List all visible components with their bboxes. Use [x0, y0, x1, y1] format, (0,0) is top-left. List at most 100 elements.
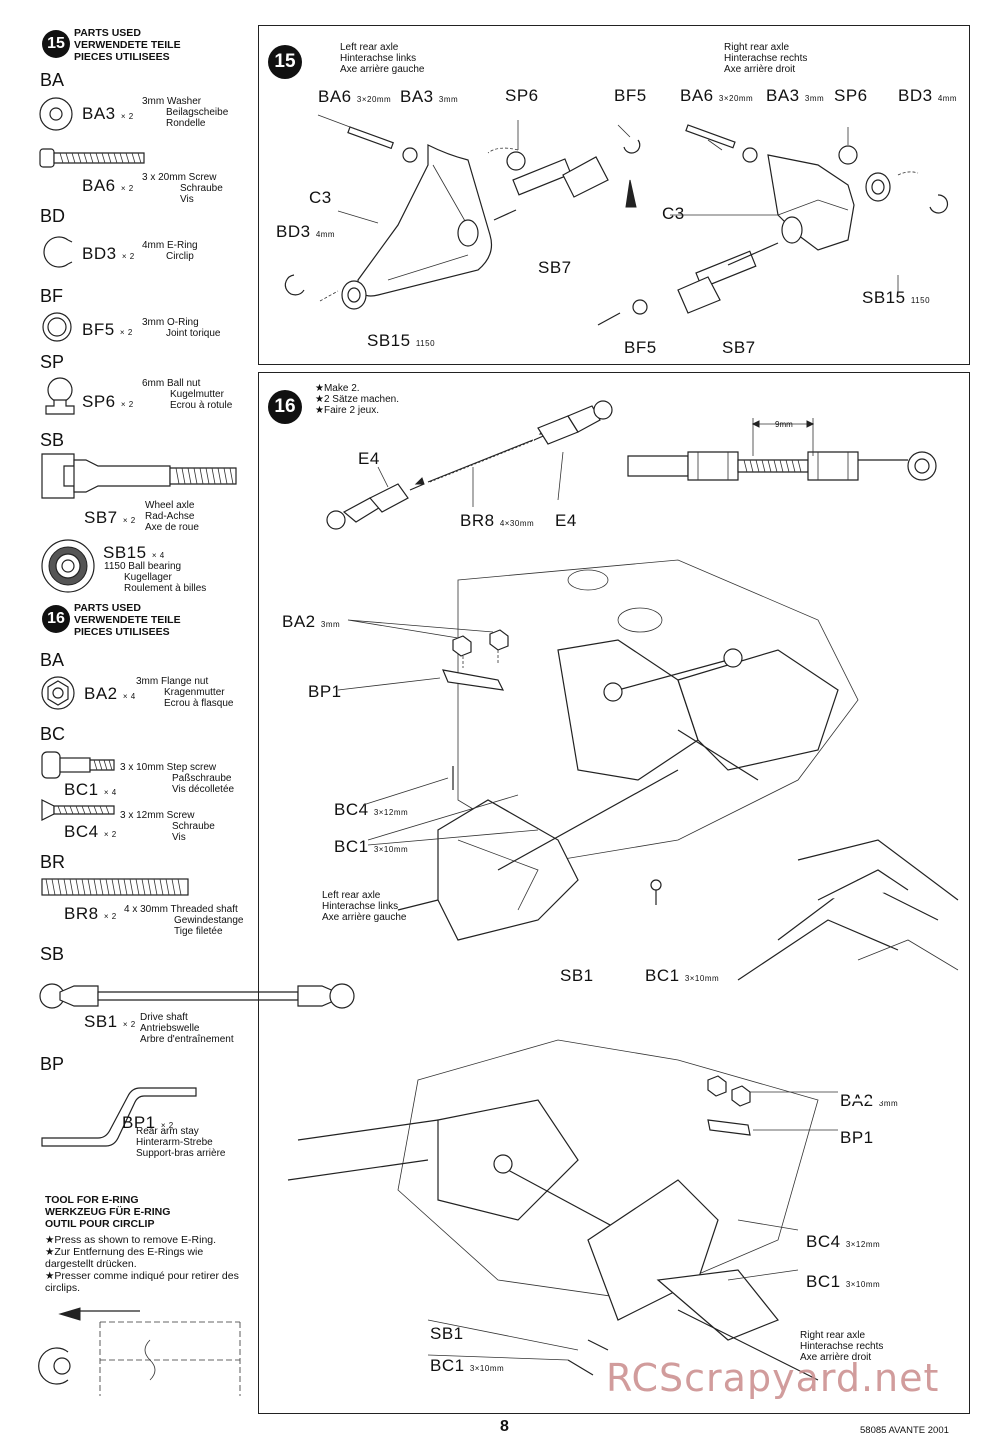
kit-code: 58085 AVANTE 2001 — [860, 1425, 949, 1436]
part-desc-bc1: 3 x 10mm Step screw Paßschraube Vis déco… — [120, 762, 235, 795]
tool-notes: ★Press as shown to remove E-Ring. ★Zur E… — [45, 1234, 239, 1294]
category-br: BR — [40, 852, 66, 872]
category-ba-16: BA — [40, 650, 65, 670]
step-16-panel-badge: 16 — [268, 390, 302, 424]
drive-shaft-icon — [39, 983, 355, 1009]
part-code-ba3: BA3 × 2 — [82, 104, 134, 123]
label-bc1-upper-right: BC1 3×10mm — [645, 966, 720, 985]
label-bd3-right: BD3 4mm — [898, 86, 958, 105]
label-bc1-upper: BC1 3×10mm — [334, 837, 409, 856]
part-code-sb15: SB15 × 4 — [103, 543, 165, 562]
label-sb1-lower: SB1 — [430, 1324, 464, 1343]
o-ring-icon — [42, 312, 72, 342]
label-ba6-right: BA6 3×20mm — [680, 86, 754, 105]
washer-icon — [39, 97, 73, 131]
label-bf5-left: BF5 — [614, 86, 647, 105]
part-desc-br8: 4 x 30mm Threaded shaft Gewindestange Ti… — [124, 904, 244, 937]
category-bf: BF — [40, 286, 64, 306]
part-desc-bc4: 3 x 12mm Screw Schraube Vis — [120, 810, 215, 843]
step-16-badge: 16 — [42, 605, 70, 633]
wheel-axle-icon — [41, 453, 237, 499]
part-desc-sb1: Drive shaft Antriebswelle Arbre d'entraî… — [140, 1012, 234, 1045]
label-bc1-lower: BC1 3×10mm — [806, 1272, 881, 1291]
turnbuckle-diagram — [326, 400, 937, 530]
e-ring-icon — [43, 236, 73, 268]
page-number: 8 — [500, 1418, 509, 1435]
part-code-bd3: BD3 × 2 — [82, 244, 135, 263]
step-16-panel — [258, 372, 970, 1414]
label-bc4-upper: BC4 3×12mm — [334, 800, 409, 819]
tool-header: TOOL FOR E-RING WERKZEUG FÜR E-RING OUTI… — [45, 1194, 171, 1230]
part-code-bf5: BF5 × 2 — [82, 320, 133, 339]
part-code-sb1: SB1 × 2 — [84, 1012, 136, 1031]
category-bd: BD — [40, 206, 66, 226]
ball-bearing-icon — [41, 539, 95, 593]
part-desc-ba2: 3mm Flange nut Kragenmutter Ecrou à flas… — [136, 676, 234, 709]
label-sb1-upper: SB1 — [560, 966, 594, 985]
step-15-badge: 15 — [42, 30, 70, 58]
label-c3-right: C3 — [662, 204, 685, 223]
category-sb-16: SB — [40, 944, 65, 964]
label-sb15-right: SB15 1150 — [862, 288, 931, 307]
label-e4-left: E4 — [358, 449, 380, 468]
part-desc-ba3: 3mm Washer Beilagscheibe Rondelle — [142, 96, 229, 129]
part-code-bc1: BC1 × 4 — [64, 780, 117, 799]
label-sp6-left: SP6 — [505, 86, 539, 105]
step-15-panel — [258, 25, 970, 365]
category-bc: BC — [40, 724, 66, 744]
label-sb15-left: SB15 1150 — [367, 331, 436, 350]
label-br8: BR8 4×30mm — [460, 511, 535, 530]
part-code-bp1: BP1 × 2 — [122, 1113, 174, 1132]
label-bf5-right: BF5 — [624, 338, 657, 357]
part-code-ba6: BA6 × 2 — [82, 176, 134, 195]
label-c3-left: C3 — [309, 188, 332, 207]
part-desc-ba6: 3 x 20mm Screw Schraube Vis — [142, 172, 223, 205]
label-sb7-left: SB7 — [538, 258, 572, 277]
label-sp6-right: SP6 — [834, 86, 868, 105]
parts-used-header-16: PARTS USED VERWENDETE TEILE PIECES UTILI… — [74, 602, 181, 638]
parts-used-header-15: PARTS USED VERWENDETE TEILE PIECES UTILI… — [74, 27, 181, 63]
screw-icon — [39, 148, 145, 168]
category-bp: BP — [40, 1054, 65, 1074]
part-desc-bf5: 3mm O-Ring Joint torique — [142, 317, 221, 339]
part-code-sb7: SB7 × 2 — [84, 508, 136, 527]
label-bc4-lower: BC4 3×12mm — [806, 1232, 881, 1251]
label-bp1-lower: BP1 — [840, 1128, 874, 1147]
dimension-9mm: 9mm — [775, 420, 793, 429]
part-desc-bd3: 4mm E-Ring Circlip — [142, 240, 198, 262]
category-sb: SB — [40, 430, 65, 450]
countersunk-screw-icon — [41, 799, 115, 821]
e-ring-removal-icon — [38, 1307, 241, 1396]
step-15-panel-badge: 15 — [268, 45, 302, 79]
part-desc-sb15: 1150 Ball bearing Kugellager Roulement à… — [104, 561, 207, 594]
label-bc1-lower-left: BC1 3×10mm — [430, 1356, 505, 1375]
part-code-sp6: SP6 × 2 — [82, 392, 134, 411]
site-watermark: RCScrapyard.net — [606, 1356, 940, 1400]
part-code-br8: BR8 × 2 — [64, 904, 117, 923]
label-ba3-left: BA3 3mm — [400, 87, 459, 106]
label-bp1-upper: BP1 — [308, 682, 342, 701]
label-ba2-upper: BA2 3mm — [282, 612, 341, 631]
part-desc-sp6: 6mm Ball nut Kugelmutter Ecrou à rotule — [142, 378, 233, 411]
label-ba6-left: BA6 3×20mm — [318, 87, 392, 106]
label-bd3-left: BD3 4mm — [276, 222, 336, 241]
threaded-shaft-icon — [41, 878, 189, 896]
part-code-ba2: BA2 × 4 — [84, 684, 136, 703]
flange-nut-icon — [41, 676, 75, 710]
part-desc-sb7: Wheel axle Rad-Achse Axe de roue — [145, 500, 199, 533]
label-e4-right: E4 — [555, 511, 577, 530]
step-screw-icon — [41, 751, 115, 779]
label-ba3-right: BA3 3mm — [766, 86, 825, 105]
make-two-note: ★Make 2.★2 Sätze machen.★Faire 2 jeux. — [315, 383, 400, 416]
rear-axle-exploded-diagram — [284, 114, 949, 326]
ball-nut-icon — [45, 377, 75, 415]
category-sp: SP — [40, 352, 65, 372]
chassis-assembly-diagram — [278, 559, 959, 1381]
label-sb7-right: SB7 — [722, 338, 756, 357]
part-desc-bp1: Rear arm stay Hinterarm-Strebe Support-b… — [136, 1126, 226, 1159]
arm-stay-icon — [41, 1087, 197, 1147]
